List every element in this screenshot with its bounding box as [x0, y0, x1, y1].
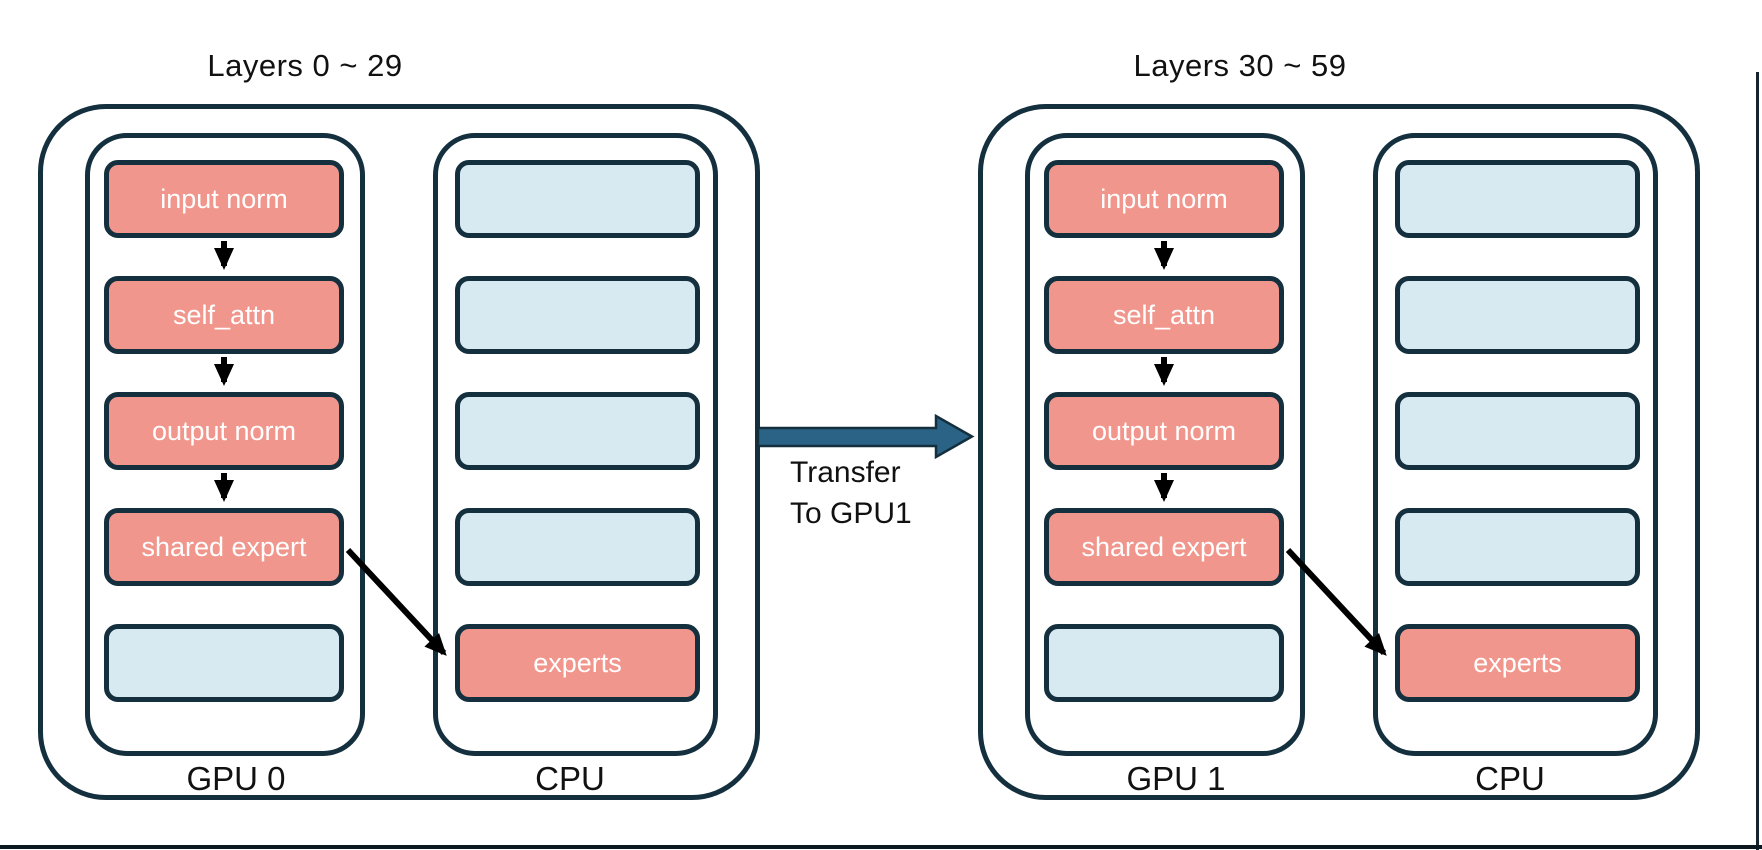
left-cpu-empty-slot-2 [455, 276, 700, 354]
gpu1-label: GPU 1 [1126, 760, 1226, 797]
left-cpu-label: CPU [535, 760, 605, 797]
gpu0-empty-slot [104, 624, 344, 702]
gpu1-input-norm-box: input norm [1044, 160, 1284, 238]
right-cpu-experts-box: experts [1395, 624, 1640, 702]
gpu0-shared-expert-box: shared expert [104, 508, 344, 586]
gpu0-label: GPU 0 [186, 760, 286, 797]
right-cpu-label: CPU [1475, 760, 1545, 797]
left-cpu-experts-box: experts [455, 624, 700, 702]
gpu0-self-attn-box: self_attn [104, 276, 344, 354]
left-cpu-empty-slot-4 [455, 508, 700, 586]
gpu1-self-attn-box: self_attn [1044, 276, 1284, 354]
frame-edge-right [1756, 72, 1759, 850]
gpu0-input-norm-box: input norm [104, 160, 344, 238]
transfer-label: Transfer To GPU1 [790, 452, 912, 534]
right-cpu-empty-slot-1 [1395, 160, 1640, 238]
gpu0-output-norm-box: output norm [104, 392, 344, 470]
transfer-arrow-icon [756, 413, 975, 460]
left-group-title: Layers 0 ~ 29 [207, 48, 403, 83]
transfer-label-line2: To GPU1 [790, 497, 912, 530]
right-cpu-empty-slot-3 [1395, 392, 1640, 470]
left-cpu-empty-slot-1 [455, 160, 700, 238]
left-cpu-empty-slot-3 [455, 392, 700, 470]
right-cpu-empty-slot-4 [1395, 508, 1640, 586]
transfer-label-line1: Transfer [790, 456, 901, 489]
right-cpu-empty-slot-2 [1395, 276, 1640, 354]
gpu1-output-norm-box: output norm [1044, 392, 1284, 470]
right-group-title: Layers 30 ~ 59 [1133, 48, 1347, 83]
frame-edge-bottom [0, 845, 1762, 849]
gpu1-empty-slot [1044, 624, 1284, 702]
gpu1-shared-expert-box: shared expert [1044, 508, 1284, 586]
